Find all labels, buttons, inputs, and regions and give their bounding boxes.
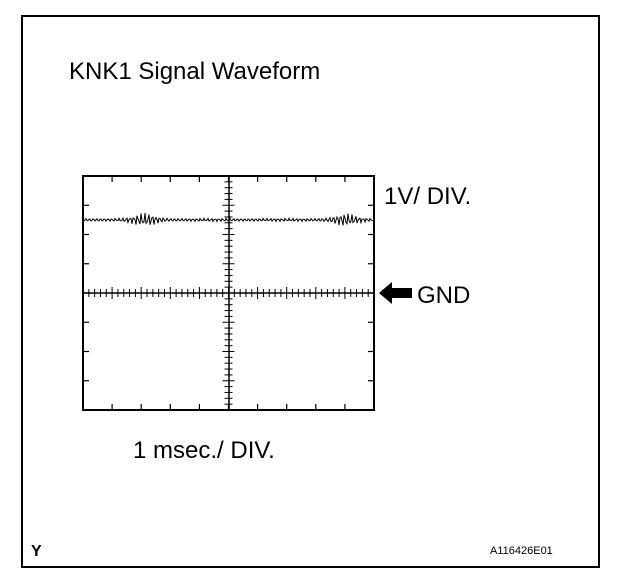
- left-arrow-icon: [379, 282, 412, 304]
- figure-frame: [21, 15, 600, 568]
- knock-signal-trace: [82, 212, 375, 226]
- voltage-scale-label: 1V/ DIV.: [384, 183, 472, 210]
- figure-code: A116426E01: [490, 545, 553, 557]
- corner-letter: Y: [31, 543, 42, 560]
- figure-title: KNK1 Signal Waveform: [69, 58, 321, 85]
- ground-label: GND: [417, 282, 471, 309]
- time-scale-label: 1 msec./ DIV.: [133, 437, 275, 464]
